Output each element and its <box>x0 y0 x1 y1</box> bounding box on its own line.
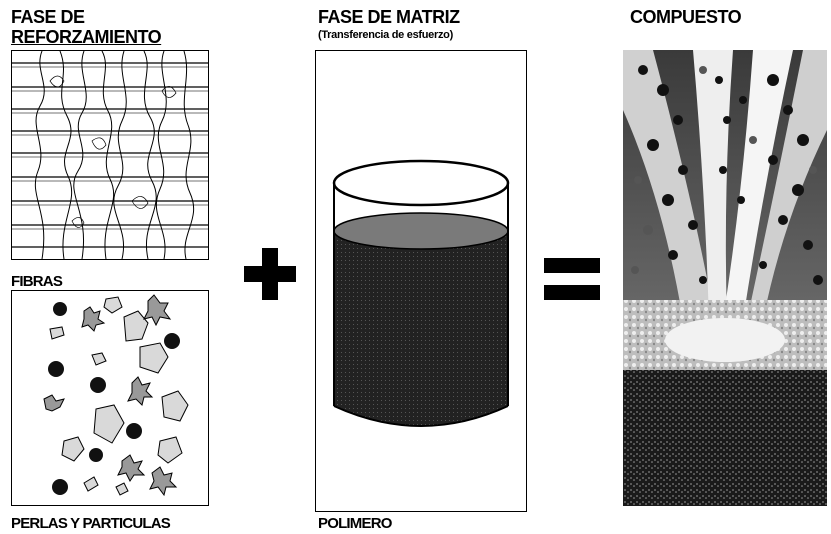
particle <box>161 390 189 422</box>
bead <box>52 479 68 495</box>
fiber-vertical <box>101 51 115 259</box>
particle <box>61 436 85 462</box>
particle <box>91 352 107 366</box>
particle-spiky <box>43 394 65 412</box>
bead <box>48 361 64 377</box>
particle-spiky <box>81 306 106 332</box>
fiber-vertical <box>59 51 73 259</box>
fiber-vertical <box>113 51 127 259</box>
particle <box>123 310 149 342</box>
particle-spiky <box>149 466 178 497</box>
polymer-label: POLIMERO <box>318 515 392 532</box>
matrix-title: FASE DE MATRIZ <box>318 7 460 27</box>
particle <box>139 342 169 374</box>
fibers-panel <box>11 50 209 260</box>
polymer-panel <box>315 50 527 512</box>
equals-sign <box>544 258 600 300</box>
particle <box>157 436 183 464</box>
fiber-mesh-illustration <box>12 51 208 259</box>
fiber-vertical <box>183 51 195 259</box>
composite-illustration <box>623 50 827 506</box>
particles-illustration <box>43 294 189 497</box>
fibers-label: FIBRAS <box>11 273 63 290</box>
polymer-beaker-illustration <box>332 159 510 427</box>
fiber-vertical <box>73 51 87 259</box>
bead <box>53 302 67 316</box>
liquid-surface <box>333 212 509 250</box>
matrix-subtitle: (Transferencia de esfuerzo) <box>318 29 453 41</box>
particles-label: PERLAS Y PARTICULAS <box>11 515 171 532</box>
particle-spiky <box>117 454 146 482</box>
beaker-rim <box>332 159 510 207</box>
reinforcement-title-line2: REFORZAMIENTO <box>11 27 162 47</box>
particle <box>93 404 125 444</box>
fiber-vertical <box>155 51 167 259</box>
composite-panel <box>623 50 827 506</box>
composite-base <box>623 370 827 506</box>
particle-spiky <box>127 376 154 406</box>
composite-title: COMPUESTO <box>630 7 742 27</box>
particle-spiky <box>143 294 172 327</box>
particle <box>103 296 123 314</box>
particle <box>115 482 129 496</box>
plus-sign <box>244 248 296 300</box>
fiber-vertical <box>143 51 157 259</box>
polymer-liquid <box>334 231 508 426</box>
particles-panel <box>11 290 209 506</box>
bead <box>90 377 106 393</box>
bead <box>126 423 142 439</box>
reinforcement-title-line1: FASE DE <box>11 7 85 27</box>
bead <box>89 448 103 462</box>
fiber-vertical <box>34 51 45 259</box>
bead <box>164 333 180 349</box>
particle <box>83 476 99 492</box>
particle <box>49 326 65 340</box>
